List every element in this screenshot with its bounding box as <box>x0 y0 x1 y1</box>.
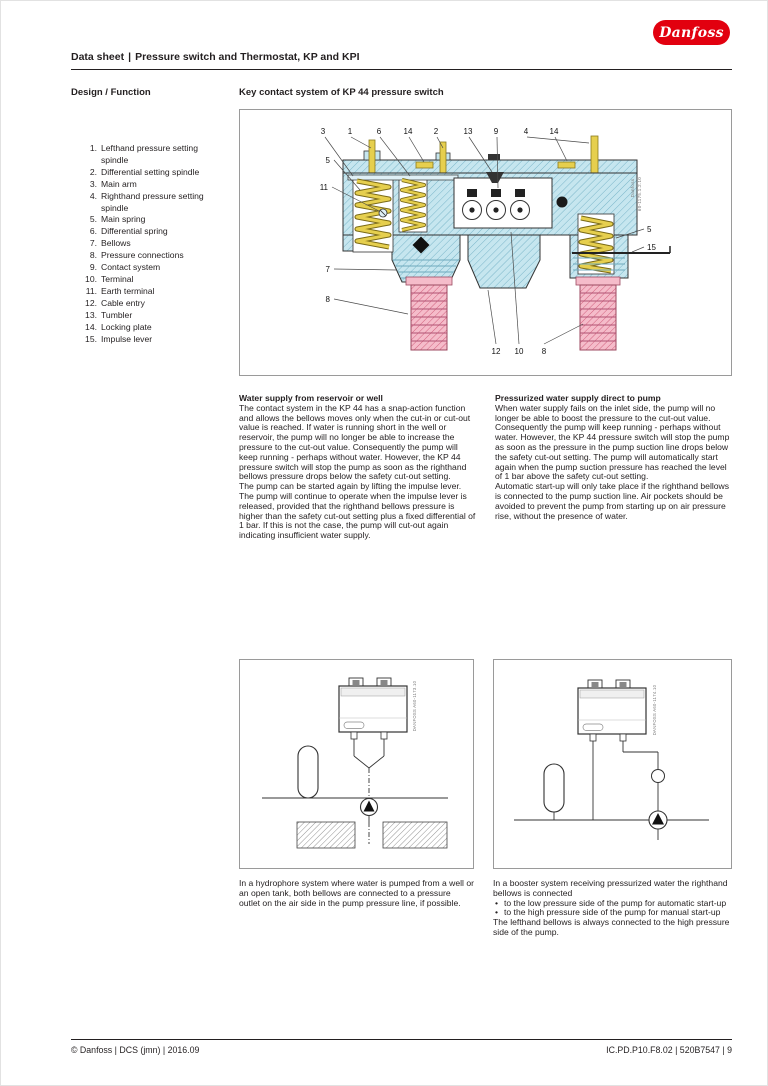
main-column: Key contact system of KP 44 pressure swi… <box>239 87 732 937</box>
page-header: Data sheet|Pressure switch and Thermosta… <box>71 51 732 70</box>
diagram-heading: Key contact system of KP 44 pressure swi… <box>239 87 444 98</box>
section-paragraph: Automatic start-up will only take place … <box>495 481 730 521</box>
section-heading: Pressurized water supply direct to pump <box>495 393 661 403</box>
kp44-cross-section-diagram: 3 1 6 14 2 13 9 4 14 5 11 7 8 5 15 12 10 <box>320 127 671 356</box>
pressure-connection-left <box>405 276 453 351</box>
section-paragraph: When water supply fails on the inlet sid… <box>495 402 730 482</box>
valve-symbol <box>651 769 665 783</box>
legend-item: 2.Differential setting spindle <box>89 166 200 177</box>
pressure-switch-body <box>342 135 671 351</box>
callout-7: 7 <box>326 265 331 274</box>
legend-item: 13.Tumbler <box>85 309 133 320</box>
footer-right: IC.PD.P10.F8.02 | 520B7547 | 9 <box>606 1045 732 1055</box>
callout-labels: 3 1 6 14 2 13 9 4 14 5 11 7 8 5 15 12 10 <box>320 127 657 356</box>
legend-item: 15.Impulse lever <box>85 333 153 344</box>
legend-item: 8.Pressure connections <box>89 250 184 261</box>
body-text-columns: Water supply from reservoir or well The … <box>239 393 732 541</box>
page-footer: © Danfoss | DCS (jmn) | 2016.09 IC.PD.P1… <box>71 1039 732 1055</box>
diagram-watermark-number: 60-1175.1.2.10 <box>637 177 642 211</box>
callout-14b: 14 <box>550 127 559 136</box>
legend-item: 5.Main spring <box>89 214 146 225</box>
legend-item: 12.Cable entry <box>85 297 145 308</box>
section-paragraph: The contact system in the KP 44 has a sn… <box>239 402 471 482</box>
cable-entry-housing <box>467 234 541 289</box>
locking-plate-left <box>415 161 434 169</box>
callout-5r: 5 <box>647 225 652 234</box>
callout-2: 2 <box>434 127 439 136</box>
tumbler <box>486 172 504 183</box>
booster-system-diagram: DANFOSS A60-1174.10 <box>514 679 709 840</box>
pressure-switch-unit <box>338 677 408 740</box>
mini-danfoss-logo <box>582 723 604 731</box>
callout-4: 4 <box>524 127 529 136</box>
callout-15: 15 <box>647 243 656 252</box>
figure-hydrophore: DANFOSS A60-1173.10 In a hydrophore syst… <box>239 659 474 938</box>
hydrophore-caption: In a hydrophore system where water is pu… <box>239 878 474 908</box>
callout-8: 8 <box>326 295 331 304</box>
air-vessel-tank <box>297 745 319 799</box>
parts-legend: 1.Lefthand pressure setting spindle 2.Di… <box>71 143 233 345</box>
hydrophore-diagram-frame: DANFOSS A60-1173.10 <box>239 659 474 869</box>
callout-3: 3 <box>321 127 326 136</box>
lefthand-setting-spindle <box>368 139 376 177</box>
figure-booster: DANFOSS A60-1174.10 In a booster system … <box>493 659 732 938</box>
callout-5: 5 <box>326 156 331 165</box>
danfoss-logo-text: Danfoss <box>659 24 724 41</box>
well-block <box>382 821 448 849</box>
design-function-sidebar: Design / Function 1.Lefthand pressure se… <box>71 87 233 345</box>
callout-8b: 8 <box>542 347 547 356</box>
booster-diagram-frame: DANFOSS A60-1174.10 <box>493 659 732 869</box>
pressure-switch-unit <box>577 679 647 742</box>
callout-6: 6 <box>377 127 382 136</box>
locking-plate-right <box>557 161 576 169</box>
legend-item: 1.Lefthand pressure setting spindle <box>89 143 198 165</box>
section-paragraph: The pump can be started again by lifting… <box>239 481 476 541</box>
legend-item: 10.Terminal <box>85 273 134 284</box>
legend-item: 14.Locking plate <box>85 321 152 332</box>
booster-bullet-list: to the low pressure side of the pump for… <box>493 898 732 919</box>
legend-item: 9.Contact system <box>89 262 161 273</box>
bullet-item: to the high pressure side of the pump fo… <box>493 908 732 918</box>
callout-1: 1 <box>348 127 353 136</box>
hydrophore-system-diagram: DANFOSS A60-1173.10 <box>262 677 448 849</box>
legend-item: 11.Earth terminal <box>85 285 155 296</box>
footer-left: © Danfoss | DCS (jmn) | 2016.09 <box>71 1045 200 1055</box>
mini-danfoss-logo <box>343 721 365 729</box>
callout-11: 11 <box>320 183 329 192</box>
callout-14: 14 <box>404 127 413 136</box>
air-vessel-tank <box>543 763 565 813</box>
callout-12: 12 <box>492 347 501 356</box>
legend-item: 6.Differential spring <box>89 226 168 237</box>
well-block <box>296 821 356 849</box>
doc-type: Data sheet <box>71 51 125 63</box>
danfoss-logo: Danfoss <box>653 20 730 45</box>
application-figures: DANFOSS A60-1173.10 In a hydrophore syst… <box>239 659 732 938</box>
bullet-item: to the low pressure side of the pump for… <box>493 898 732 909</box>
callout-9: 9 <box>494 127 499 136</box>
section-heading: Water supply from reservoir or well <box>239 393 383 403</box>
legend-item: 7.Bellows <box>89 238 131 249</box>
page-title: Pressure switch and Thermostat, KP and K… <box>135 51 360 63</box>
legend-item: 3.Main arm <box>89 178 137 189</box>
figure-watermark: DANFOSS A60-1174.10 <box>652 684 657 735</box>
header-separator: | <box>128 51 132 63</box>
figure-watermark: DANFOSS A60-1173.10 <box>412 680 417 731</box>
callout-10: 10 <box>515 347 524 356</box>
section-reservoir: Water supply from reservoir or well The … <box>239 393 476 541</box>
section-pressurized: Pressurized water supply direct to pump … <box>495 393 732 541</box>
pressure-connection-right <box>575 276 621 351</box>
sidebar-heading: Design / Function <box>71 87 151 98</box>
callout-leader-lines <box>324 136 645 345</box>
differential-setting-spindle <box>439 141 447 177</box>
diagram-watermark-brand: Danfoss <box>630 178 635 197</box>
callout-13: 13 <box>464 127 473 136</box>
kp44-diagram-frame: 3 1 6 14 2 13 9 4 14 5 11 7 8 5 15 12 10 <box>239 109 732 376</box>
legend-item: 4.Righthand pressure setting spindle <box>89 190 204 213</box>
booster-caption: In a booster system receiving pressurize… <box>493 878 732 938</box>
